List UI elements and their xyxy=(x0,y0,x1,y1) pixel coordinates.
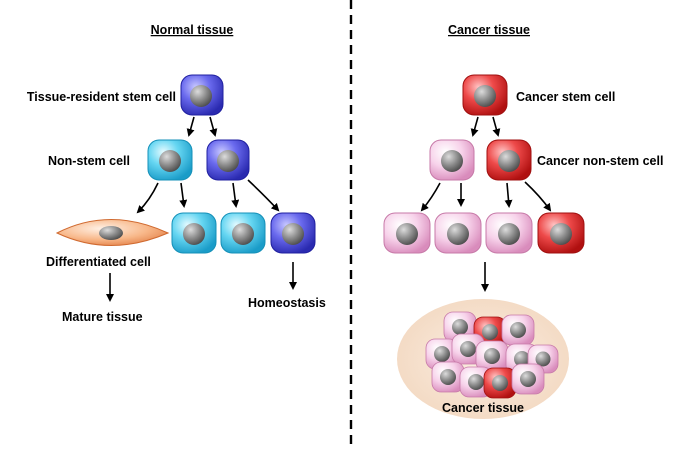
tissue-resident-stem-cell-label: Tissue-resident stem cell xyxy=(27,90,176,104)
cancer-stem-cell-renewed xyxy=(486,139,532,181)
homeostasis-label: Homeostasis xyxy=(248,296,326,310)
normal-stem-cell-renewed xyxy=(206,139,250,181)
normal-tissue-title: Normal tissue xyxy=(151,23,234,37)
cancer-cell-row xyxy=(383,212,585,254)
non-stem-cell-label: Non-stem cell xyxy=(48,154,130,168)
cancer-non-stem-cell xyxy=(429,139,475,181)
cancer-tissue-label: Cancer tissue xyxy=(442,401,524,415)
differentiated-cell-label: Differentiated cell xyxy=(46,255,151,269)
cancer-tissue-mass xyxy=(397,299,569,419)
normal-non-stem-cell-a xyxy=(171,212,217,254)
cancer-arrows-level1 xyxy=(470,116,501,137)
cancer-stem-cell xyxy=(462,74,508,116)
normal-arrows-level2 xyxy=(136,179,280,214)
cancer-stem-cell-label: Cancer stem cell xyxy=(516,90,615,104)
normal-non-stem-cell xyxy=(147,139,193,181)
cancer-arrows-level2 xyxy=(420,181,552,212)
normal-arrows-level1 xyxy=(186,116,218,137)
differentiated-cell xyxy=(55,219,170,246)
normal-non-stem-cell-b xyxy=(220,212,266,254)
normal-stem-cell xyxy=(180,74,224,116)
normal-stem-cell-c xyxy=(270,212,316,254)
cancer-tissue-title: Cancer tissue xyxy=(448,23,530,37)
mature-tissue-label: Mature tissue xyxy=(62,310,143,324)
cancer-non-stem-cell-label: Cancer non-stem cell xyxy=(537,154,663,168)
